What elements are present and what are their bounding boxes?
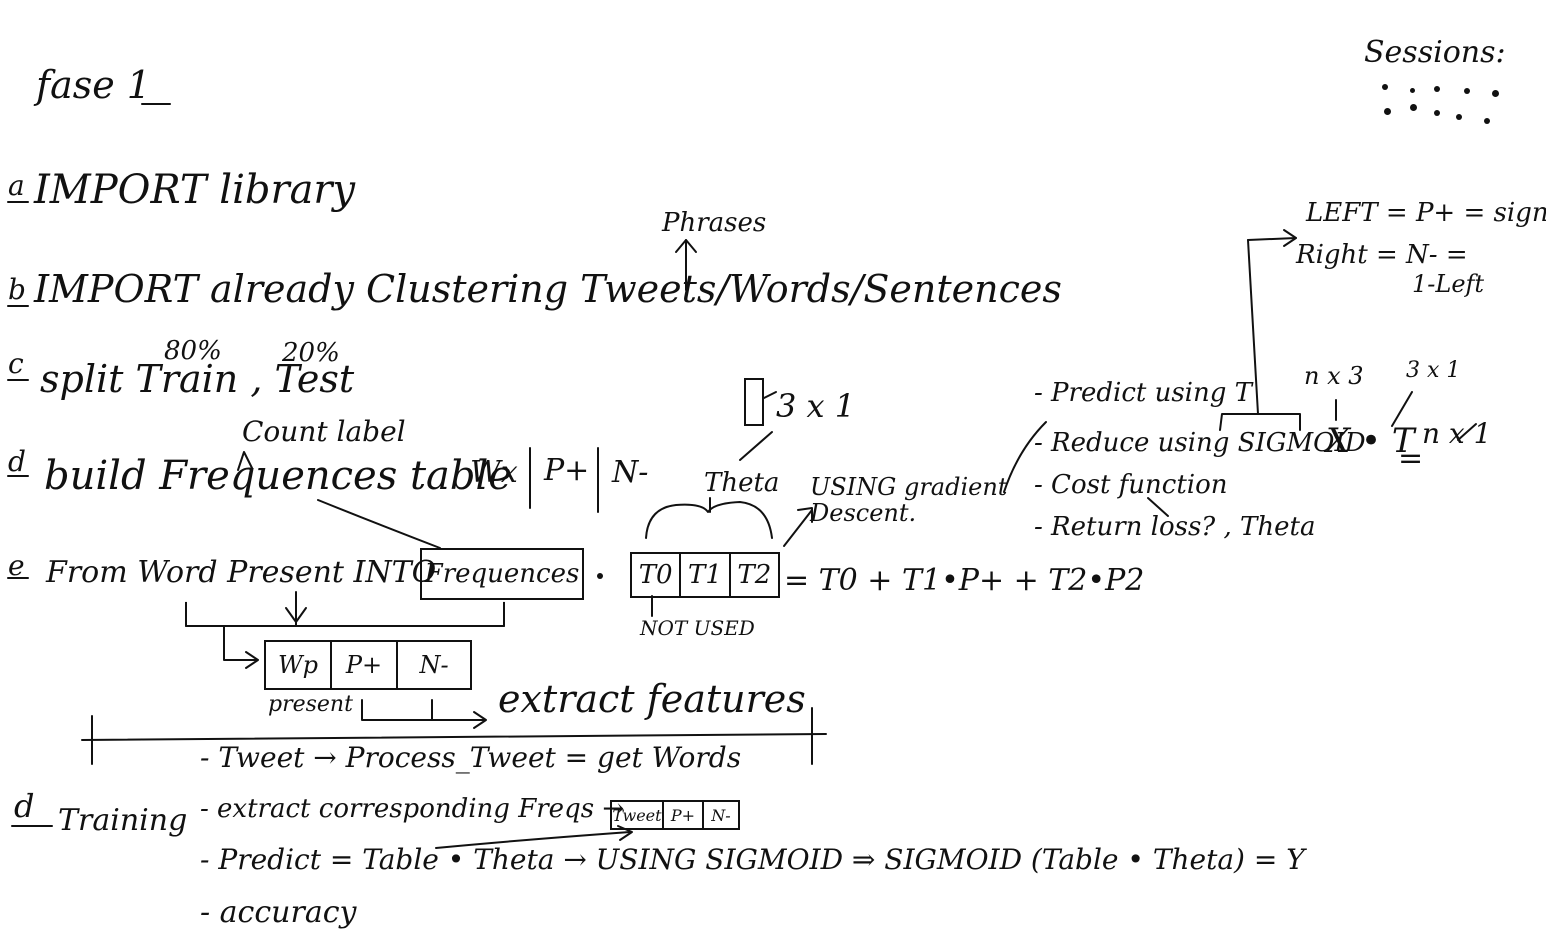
gradient-step-reduce: - Reduce using SIGMOID	[1034, 428, 1366, 458]
training-item-accuracy: - accuracy	[200, 895, 357, 930]
step-d-text: build Frequences table	[44, 453, 512, 499]
step-a-text: IMPORT library	[34, 167, 356, 213]
training-table-p-plus: P+	[664, 802, 704, 828]
column-wx: Wx	[470, 455, 518, 490]
training-item-predict: - Predict = Table • Theta → USING SIGMOI…	[200, 843, 1305, 876]
training-item-tweet: - Tweet → Process_Tweet = get Words	[200, 741, 742, 774]
theta-cell-t0: T0	[632, 554, 682, 596]
theta-dims: 3 x 1	[776, 387, 856, 425]
training-letter: d	[14, 787, 35, 825]
sessions-label: Sessions:	[1364, 35, 1506, 70]
matrix-x31: 3 x 1	[1406, 358, 1461, 383]
training-item-extract: - extract corresponding Freqs →	[200, 794, 625, 824]
gradient-step-predict: - Predict using T	[1034, 378, 1252, 408]
frequences-box-label: Frequences	[424, 559, 580, 589]
column-p-plus: P+	[544, 453, 590, 488]
sigmoid-note-right: Right = N- =	[1296, 240, 1468, 270]
word-table-p-plus: P+	[332, 642, 398, 688]
matrix-expression: X • T	[1326, 421, 1415, 461]
step-a-letter: a	[8, 169, 25, 202]
theta-cell-t1: T1	[681, 554, 731, 596]
step-d-note: Count label	[242, 415, 406, 448]
step-e-text: From Word Present INTO	[46, 555, 437, 590]
gradient-descent-note: USING gradient Descent.	[810, 473, 1008, 528]
training-table-n-minus: N-	[711, 805, 731, 825]
training-label: Training	[58, 803, 188, 838]
gradient-step-cost: - Cost function	[1034, 470, 1228, 500]
step-c-train-pct: 80%	[164, 336, 222, 366]
sigmoid-note-left: LEFT = P+ = sign	[1306, 198, 1546, 228]
theta-label: Theta	[704, 468, 780, 498]
frequences-box: Frequences	[420, 548, 584, 600]
matrix-result: n x 1	[1422, 417, 1492, 450]
step-c-test-pct: 20%	[282, 338, 340, 368]
step-b-note: Phrases	[662, 208, 767, 238]
word-table-present: present	[268, 692, 353, 717]
training-freq-table: Tweet P+ N-	[610, 800, 740, 830]
theta-formula: = T0 + T1•P+ + T2•P2	[784, 563, 1145, 598]
theta-vector: T0 T1 T2	[630, 552, 780, 598]
theta-not-used: NOT USED	[640, 616, 755, 640]
column-n-minus: N-	[612, 455, 649, 490]
word-table: Wp P+ N-	[264, 640, 472, 690]
word-table-n-minus: N-	[419, 651, 449, 679]
gradient-step-return: - Return loss? , Theta	[1034, 512, 1316, 542]
step-b-text: IMPORT already Clustering Tweets/Words/S…	[34, 267, 1062, 311]
step-c-text: split Train , Test	[40, 357, 355, 401]
theta-column-vector	[744, 378, 764, 426]
extract-features: extract features	[498, 677, 806, 721]
matrix-n3: n x 3	[1304, 362, 1364, 390]
matrix-equals: =	[1398, 441, 1424, 476]
step-d-letter: d	[8, 445, 26, 478]
training-table-tweet: Tweet	[612, 802, 664, 828]
word-table-wp: Wp	[266, 642, 332, 688]
step-b-letter: b	[8, 273, 26, 306]
theta-cell-t2: T2	[737, 560, 772, 590]
step-e-letter: e	[8, 549, 25, 582]
step-c-letter: c	[8, 347, 24, 380]
sigmoid-note-right2: 1-Left	[1412, 270, 1485, 298]
page-title: fase 1	[36, 63, 151, 107]
